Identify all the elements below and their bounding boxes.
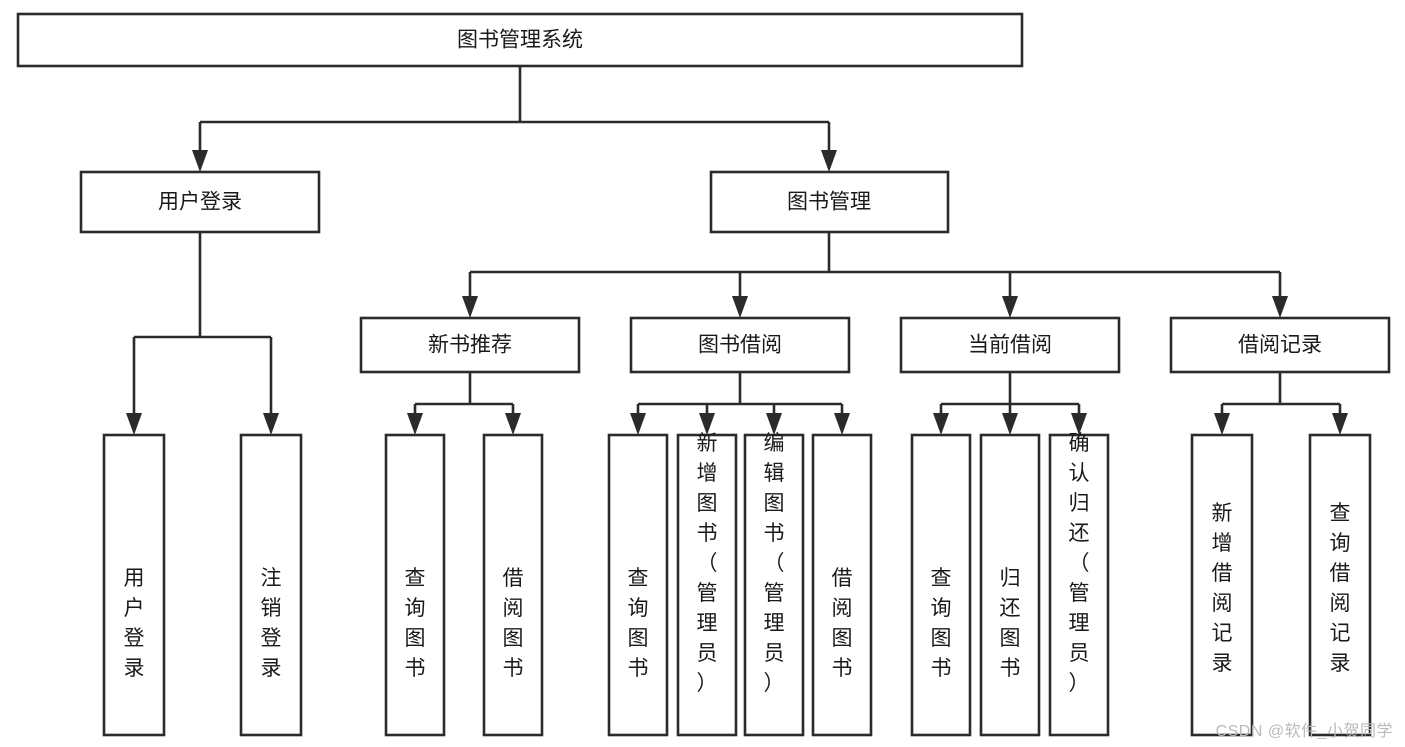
- node-new-book-recommend-label: 新书推荐: [428, 334, 512, 357]
- leaf-borrow-edit-book-label: 编辑图书（管理员）: [764, 432, 785, 695]
- leaf-borrow-add-book-box[interactable]: [676, 433, 738, 737]
- arrow-current-leaf1: [933, 413, 949, 435]
- leaf-new-query-book-label: 查询图书: [405, 567, 426, 680]
- arrow-record-leaf2: [1332, 413, 1348, 435]
- node-book-management-label: 图书管理: [787, 191, 871, 214]
- arrow-book-to-current: [1002, 296, 1018, 318]
- node-borrow-record-label: 借阅记录: [1238, 334, 1322, 357]
- leaf-new-query-book[interactable]: 查询图书: [384, 433, 446, 737]
- leaf-borrow-edit-book-box[interactable]: [743, 433, 805, 737]
- node-user-login[interactable]: 用户登录: [79, 170, 321, 234]
- arrow-book-to-new: [462, 296, 478, 318]
- arrow-root-to-book: [821, 150, 837, 172]
- arrow-current-leaf2: [1002, 413, 1018, 435]
- leaf-user-login-label: 用户登录: [124, 567, 145, 680]
- node-current-borrow[interactable]: 当前借阅: [899, 316, 1121, 374]
- node-current-borrow-box[interactable]: [899, 316, 1121, 374]
- leaf-current-query-book[interactable]: 查询图书: [910, 433, 972, 737]
- arrow-borrow-leaf3: [766, 413, 782, 435]
- node-new-book-recommend[interactable]: 新书推荐: [359, 316, 581, 374]
- arrow-user-leaf2: [263, 413, 279, 435]
- node-current-borrow-label: 当前借阅: [968, 334, 1052, 357]
- arrow-current-leaf3: [1071, 413, 1087, 435]
- leaf-user-login-box[interactable]: [102, 433, 166, 737]
- leaf-borrow-add-book[interactable]: 新增图书（管理员）: [676, 432, 738, 737]
- leaf-current-confirm-return[interactable]: 确认归还（管理员）: [1048, 432, 1110, 737]
- leaf-user-login[interactable]: 用户登录: [102, 433, 166, 737]
- arrow-new-leaf1: [407, 413, 423, 435]
- node-user-login-box[interactable]: [79, 170, 321, 234]
- arrow-user-leaf1: [126, 413, 142, 435]
- leaf-current-confirm-return-label: 确认归还（管理员）: [1069, 432, 1090, 695]
- leaf-current-return-book-box[interactable]: [979, 433, 1041, 737]
- leaf-borrow-query-book-label: 查询图书: [628, 567, 649, 680]
- arrow-book-to-borrow: [732, 296, 748, 318]
- leaf-borrow-query-book[interactable]: 查询图书: [607, 433, 669, 737]
- leaf-new-borrow-book[interactable]: 借阅图书: [482, 433, 544, 737]
- leaf-user-logout-label: 注销登录: [261, 567, 282, 680]
- leaf-record-add[interactable]: 新增借阅记录: [1190, 433, 1254, 737]
- leaf-user-logout[interactable]: 注销登录: [239, 433, 303, 737]
- node-book-borrow-box[interactable]: [629, 316, 851, 374]
- node-root-label: 图书管理系统: [457, 29, 583, 52]
- leaf-record-query-box[interactable]: [1308, 433, 1372, 737]
- arrow-record-leaf1: [1214, 413, 1230, 435]
- arrow-book-to-record: [1272, 296, 1288, 318]
- node-book-borrow-label: 图书借阅: [698, 334, 782, 357]
- leaf-record-query[interactable]: 查询借阅记录: [1308, 433, 1372, 737]
- leaf-new-query-book-box[interactable]: [384, 433, 446, 737]
- leaf-record-add-box[interactable]: [1190, 433, 1254, 737]
- arrow-borrow-leaf4: [834, 413, 850, 435]
- leaf-current-return-book[interactable]: 归还图书: [979, 433, 1041, 737]
- arrow-borrow-leaf1: [630, 413, 646, 435]
- leaf-current-return-book-label: 归还图书: [1000, 567, 1021, 680]
- leaf-current-query-book-box[interactable]: [910, 433, 972, 737]
- node-new-book-recommend-box[interactable]: [359, 316, 581, 374]
- node-book-management-box[interactable]: [709, 170, 950, 234]
- node-root-box[interactable]: [16, 12, 1024, 68]
- arrow-borrow-leaf2: [699, 413, 715, 435]
- leaf-borrow-add-book-label: 新增图书（管理员）: [697, 432, 718, 695]
- leaf-new-borrow-book-label: 借阅图书: [503, 567, 524, 680]
- node-book-management[interactable]: 图书管理: [709, 170, 950, 234]
- leaf-borrow-query-book-box[interactable]: [607, 433, 669, 737]
- leaf-current-query-book-label: 查询图书: [931, 567, 952, 680]
- connectors-group: [126, 66, 1348, 435]
- leaf-record-query-label: 查询借阅记录: [1330, 502, 1351, 675]
- leaf-new-borrow-book-box[interactable]: [482, 433, 544, 737]
- leaf-current-confirm-return-box[interactable]: [1048, 433, 1110, 737]
- leaf-borrow-borrow-book-box[interactable]: [811, 433, 873, 737]
- leaf-borrow-borrow-book[interactable]: 借阅图书: [811, 433, 873, 737]
- node-book-borrow[interactable]: 图书借阅: [629, 316, 851, 374]
- leaf-borrow-borrow-book-label: 借阅图书: [832, 567, 853, 680]
- csdn-watermark: CSDN @软件_小贺同学: [1215, 723, 1393, 740]
- node-borrow-record[interactable]: 借阅记录: [1169, 316, 1391, 374]
- arrow-new-leaf2: [505, 413, 521, 435]
- node-borrow-record-box[interactable]: [1169, 316, 1391, 374]
- node-user-login-label: 用户登录: [158, 191, 242, 214]
- leaf-borrow-edit-book[interactable]: 编辑图书（管理员）: [743, 432, 805, 737]
- node-root[interactable]: 图书管理系统: [16, 12, 1024, 68]
- leaf-record-add-label: 新增借阅记录: [1212, 502, 1233, 675]
- leaf-user-logout-box[interactable]: [239, 433, 303, 737]
- arrow-root-to-user: [192, 150, 208, 172]
